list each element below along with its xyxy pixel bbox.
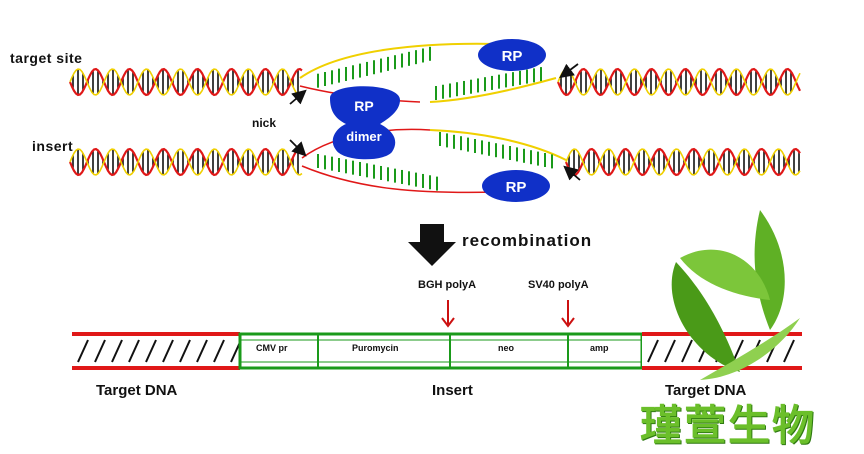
sv40-polya-arrow [561,300,575,328]
segment-amp: amp [590,343,609,353]
rp-dimer-protein: RP dimer [330,86,400,160]
nick-label: nick [252,116,277,130]
insert-helix-right [564,147,801,177]
sv40-polya-label: SV40 polyA [528,279,589,291]
insert-label: insert [32,138,74,154]
recombination-label: recombination [462,231,593,250]
cut-arrow-top [559,63,579,79]
insert-bar [238,332,644,370]
rp-top-protein: RP [478,39,546,71]
nick-arrow-lower [289,139,307,157]
segment-cmv-pr: CMV pr [256,343,288,353]
target-dna-right-label: Target DNA [665,382,747,399]
leaf-logo [671,210,800,380]
target-dna-left-bar [72,332,242,370]
target-dna-left-label: Target DNA [96,382,178,399]
rp-bottom-protein: RP [482,170,550,202]
rp-top-label: RP [502,48,523,65]
recombination-down-arrow [408,224,456,266]
rp-dimer-label-line1: RP [354,98,373,114]
insert-bottom-label: Insert [432,382,473,399]
segment-neo: neo [498,343,515,353]
brand-logo-text: 瑾萱生物 [640,401,817,450]
insert-lower-strand [301,154,501,194]
bgh-polya-label: BGH polyA [418,279,477,291]
segment-puromycin: Puromycin [352,343,399,353]
bgh-polya-arrow [441,300,455,328]
target-site-helix-right [556,67,801,97]
target-site-upper-strand [299,42,501,88]
target-site-label: target site [10,50,83,66]
target-site-helix-left [68,67,303,97]
rp-bottom-label: RP [506,179,527,196]
insert-upper-strand [301,128,567,169]
cut-arrow-bottom [563,165,581,181]
nick-arrow-upper [289,89,307,105]
insert-helix-left [68,147,303,177]
rp-dimer-label-line2: dimer [346,129,381,144]
